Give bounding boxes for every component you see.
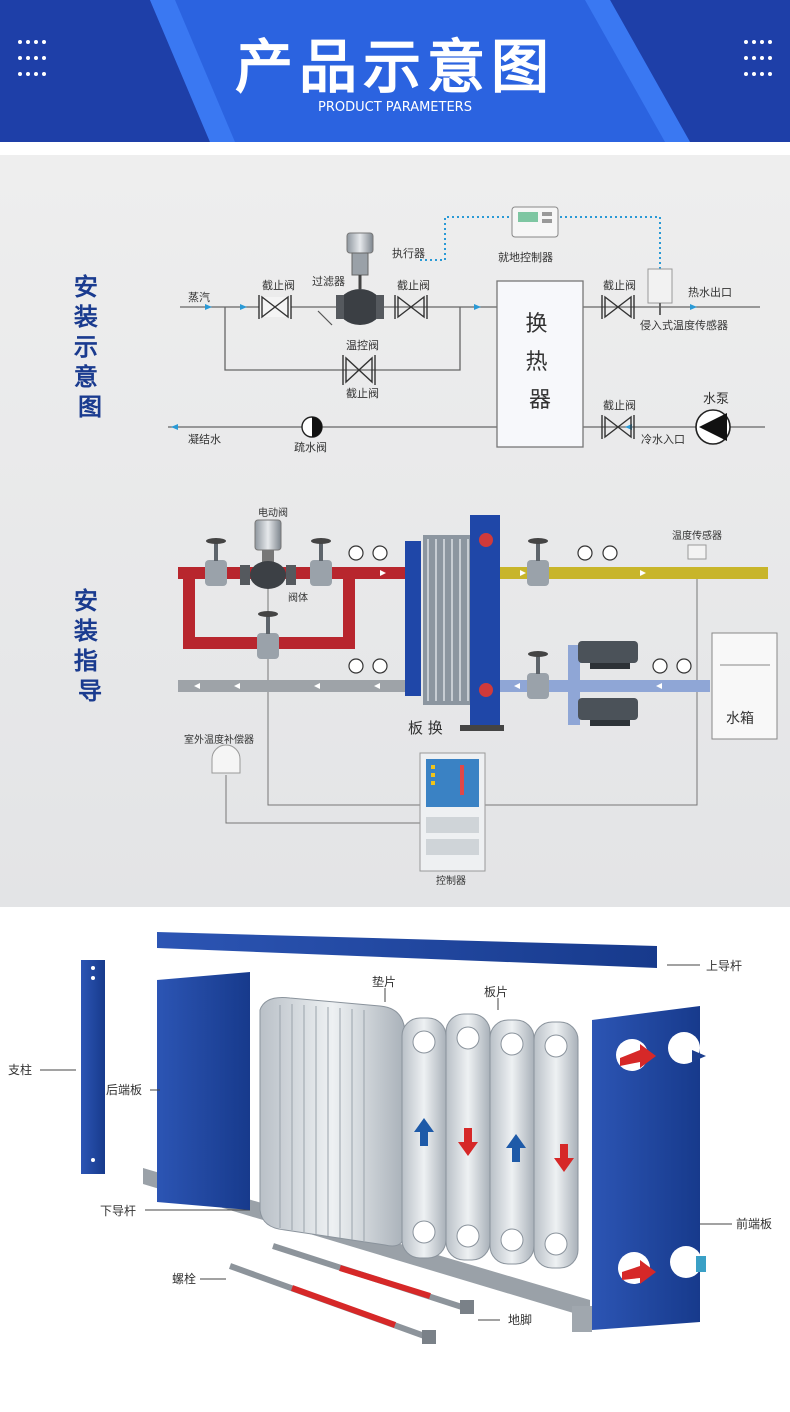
label-rear-end-plate: 后端板 <box>106 1083 142 1097</box>
rear-end-plate-part <box>157 972 250 1210</box>
label-stop-valve-2: 截止阀 <box>397 278 430 292</box>
label-temp-sensor: 温度传感器 <box>672 529 722 542</box>
label-temp-control-valve: 温控阀 <box>346 338 379 352</box>
label-hot-water-out: 热水出口 <box>688 285 732 299</box>
stop-valve-1-icon <box>258 295 292 319</box>
secondary-return-pipe <box>500 680 710 692</box>
label-front-end-plate: 前端板 <box>736 1216 772 1231</box>
label-pump: 水泵 <box>703 392 729 407</box>
label-condensate: 凝结水 <box>188 432 221 446</box>
secondary-supply-pipe <box>500 567 768 579</box>
stop-valve-2-icon <box>394 295 428 319</box>
label-stop-valve-bypass: 截止阀 <box>346 386 379 400</box>
label-stop-valve-1: 截止阀 <box>262 278 295 292</box>
installation-diagram: 安 装 示 意 图 <box>0 155 790 907</box>
pipe-flow-arrows <box>194 570 662 689</box>
front-end-plate-part <box>592 1006 706 1330</box>
label-actuator: 执行器 <box>392 246 425 260</box>
temp-control-valve-icon <box>342 355 376 385</box>
pressure-gauge-icons <box>348 545 692 674</box>
immersion-sensor-icon <box>647 268 673 315</box>
guide-heading: 安 装 指 导 <box>74 587 106 705</box>
controller-cabinet-icon <box>419 752 486 872</box>
dot-grid-right-icon <box>744 40 772 76</box>
label-immersion-sensor: 侵入式温度传感器 <box>640 318 728 332</box>
label-filter: 过滤器 <box>312 275 345 288</box>
label-plate-hx: 板 换 <box>408 719 443 737</box>
drain-valve-icon <box>301 416 323 438</box>
label-water-tank: 水箱 <box>726 711 754 727</box>
return-pipe <box>178 680 408 692</box>
label-plate: 板片 <box>484 985 508 999</box>
label-field-controller: 就地控制器 <box>498 250 553 264</box>
label-drain-valve: 疏水阀 <box>294 440 327 454</box>
label-foot: 地脚 <box>508 1312 532 1327</box>
banner: 产品示意图 PRODUCT PARAMETERS <box>0 0 790 142</box>
flow-arrows <box>171 304 697 430</box>
outdoor-compensator-icon <box>211 744 241 774</box>
field-controller-icon <box>511 206 559 238</box>
label-upper-guide-bar: 上导杆 <box>706 959 742 973</box>
temperature-sensor-icon <box>687 544 707 560</box>
water-tank-icon <box>711 632 778 740</box>
exploded-view-panel: 上导杆 支柱 下导杆 后端板 垫片 <box>0 910 790 1408</box>
plate-heat-exchanger-icon <box>405 515 504 731</box>
lower-guide-bar-part <box>143 1168 590 1318</box>
plate-flow-arrows <box>414 1118 574 1172</box>
label-gasket: 垫片 <box>372 974 396 989</box>
filter-icon <box>317 310 333 326</box>
label-cold-water-in: 冷水入口 <box>641 433 685 446</box>
label-steam: 蒸汽 <box>188 290 210 304</box>
heat-exchanger-label: 换 热 器 <box>525 312 554 413</box>
label-controller: 控制器 <box>436 874 466 887</box>
installation-panel: 安 装 示 意 图 <box>0 155 790 907</box>
foot-part <box>572 1306 592 1332</box>
banner-subtitle: PRODUCT PARAMETERS <box>318 100 472 115</box>
banner-title: 产品示意图 <box>234 33 555 101</box>
gasket-pack-part <box>259 997 406 1247</box>
label-outdoor-compensator: 室外温度补偿器 <box>184 733 254 746</box>
label-stop-valve-3: 截止阀 <box>603 278 636 292</box>
heat-exchanger-box <box>496 280 584 448</box>
exploded-view-diagram: 上导杆 支柱 下导杆 后端板 垫片 <box>0 910 790 1408</box>
separate-plates-part <box>401 1013 579 1269</box>
stop-valve-3-icon <box>601 295 635 319</box>
stop-valve-4-icon <box>601 415 635 439</box>
label-valve-body: 阀体 <box>288 591 308 604</box>
circulation-pump-icons <box>578 641 638 726</box>
label-column: 支柱 <box>8 1062 32 1077</box>
schematic-heading: 安 装 示 意 图 <box>74 273 106 421</box>
label-stop-valve-4: 截止阀 <box>603 398 636 412</box>
label-electric-valve: 电动阀 <box>258 506 288 519</box>
gate-valve-icons <box>205 538 549 699</box>
label-lower-guide-bar: 下导杆 <box>100 1204 136 1218</box>
dot-grid-left-icon <box>18 40 46 76</box>
bolt-parts <box>228 1243 474 1344</box>
control-valve-icon <box>336 232 384 325</box>
label-bolt: 螺栓 <box>172 1271 196 1286</box>
banner-background <box>0 0 790 142</box>
column-part <box>81 960 105 1174</box>
pump-icon <box>695 409 731 445</box>
upper-guide-bar-part <box>157 932 657 968</box>
electric-valve-icon <box>240 519 296 589</box>
